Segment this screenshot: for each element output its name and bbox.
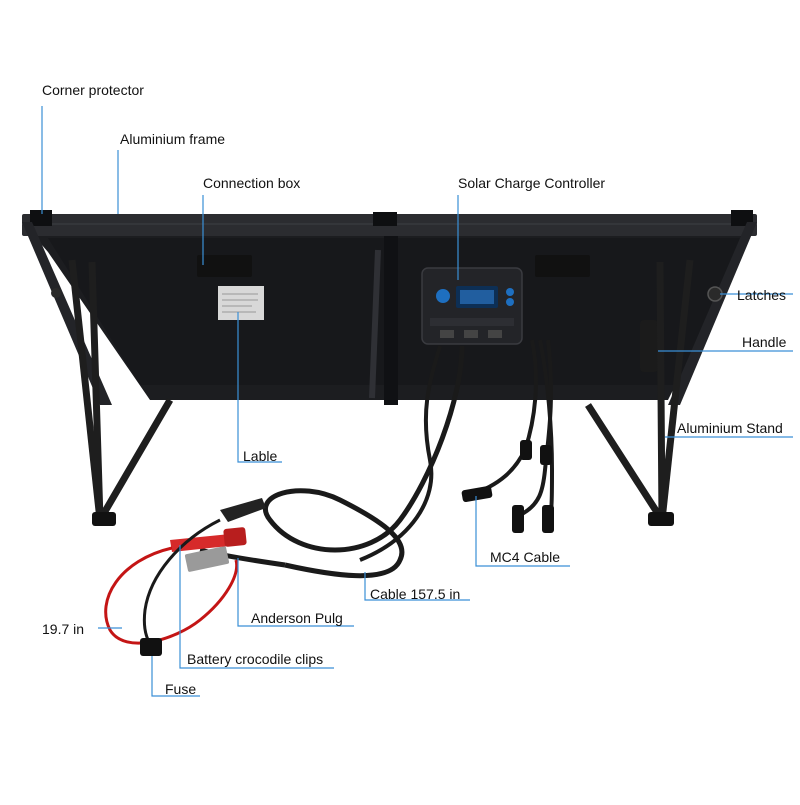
mc4-connector-1	[461, 485, 493, 503]
latch-left	[51, 288, 61, 298]
corner-protector-left	[30, 210, 52, 226]
frame-right	[668, 222, 757, 405]
handle	[640, 320, 658, 372]
corner-protector-middle	[373, 212, 397, 226]
fuse-holder	[140, 638, 162, 656]
latch-right	[707, 286, 723, 302]
label-connection-box: Connection box	[203, 175, 301, 191]
label-aluminium-frame: Aluminium frame	[120, 131, 226, 147]
main-cable	[262, 345, 465, 579]
label-solar-charge-controller: Solar Charge Controller	[458, 175, 606, 191]
label-handle: Handle	[742, 334, 787, 350]
connection-box-left	[197, 255, 252, 277]
label-fuse: Fuse	[165, 681, 197, 697]
label-aluminium-stand: Aluminium Stand	[677, 420, 783, 436]
label-mc4-cable: MC4 Cable	[490, 549, 561, 565]
panel-label-sticker	[218, 286, 264, 320]
mc4-connector-2	[512, 505, 524, 533]
center-seam	[384, 225, 398, 405]
label-anderson-plug: Anderson Pulg	[251, 610, 343, 626]
frame-left	[22, 222, 112, 405]
label-corner-protector: Corner protector	[42, 82, 144, 98]
label-latches: Latches	[737, 287, 787, 303]
label-lead-length: 19.7 in	[42, 621, 85, 637]
anderson-plug	[184, 546, 230, 572]
label-lable: Lable	[243, 448, 278, 464]
mc4-connector-3	[542, 505, 554, 533]
connection-box-right	[535, 255, 590, 277]
label-battery-clips: Battery crocodile clips	[187, 651, 324, 667]
black-clip	[220, 498, 266, 522]
red-lead	[104, 546, 239, 645]
red-clip	[170, 534, 238, 552]
leader-lines	[41, 106, 793, 697]
label-cable-length: Cable 157.5 in	[370, 586, 461, 602]
